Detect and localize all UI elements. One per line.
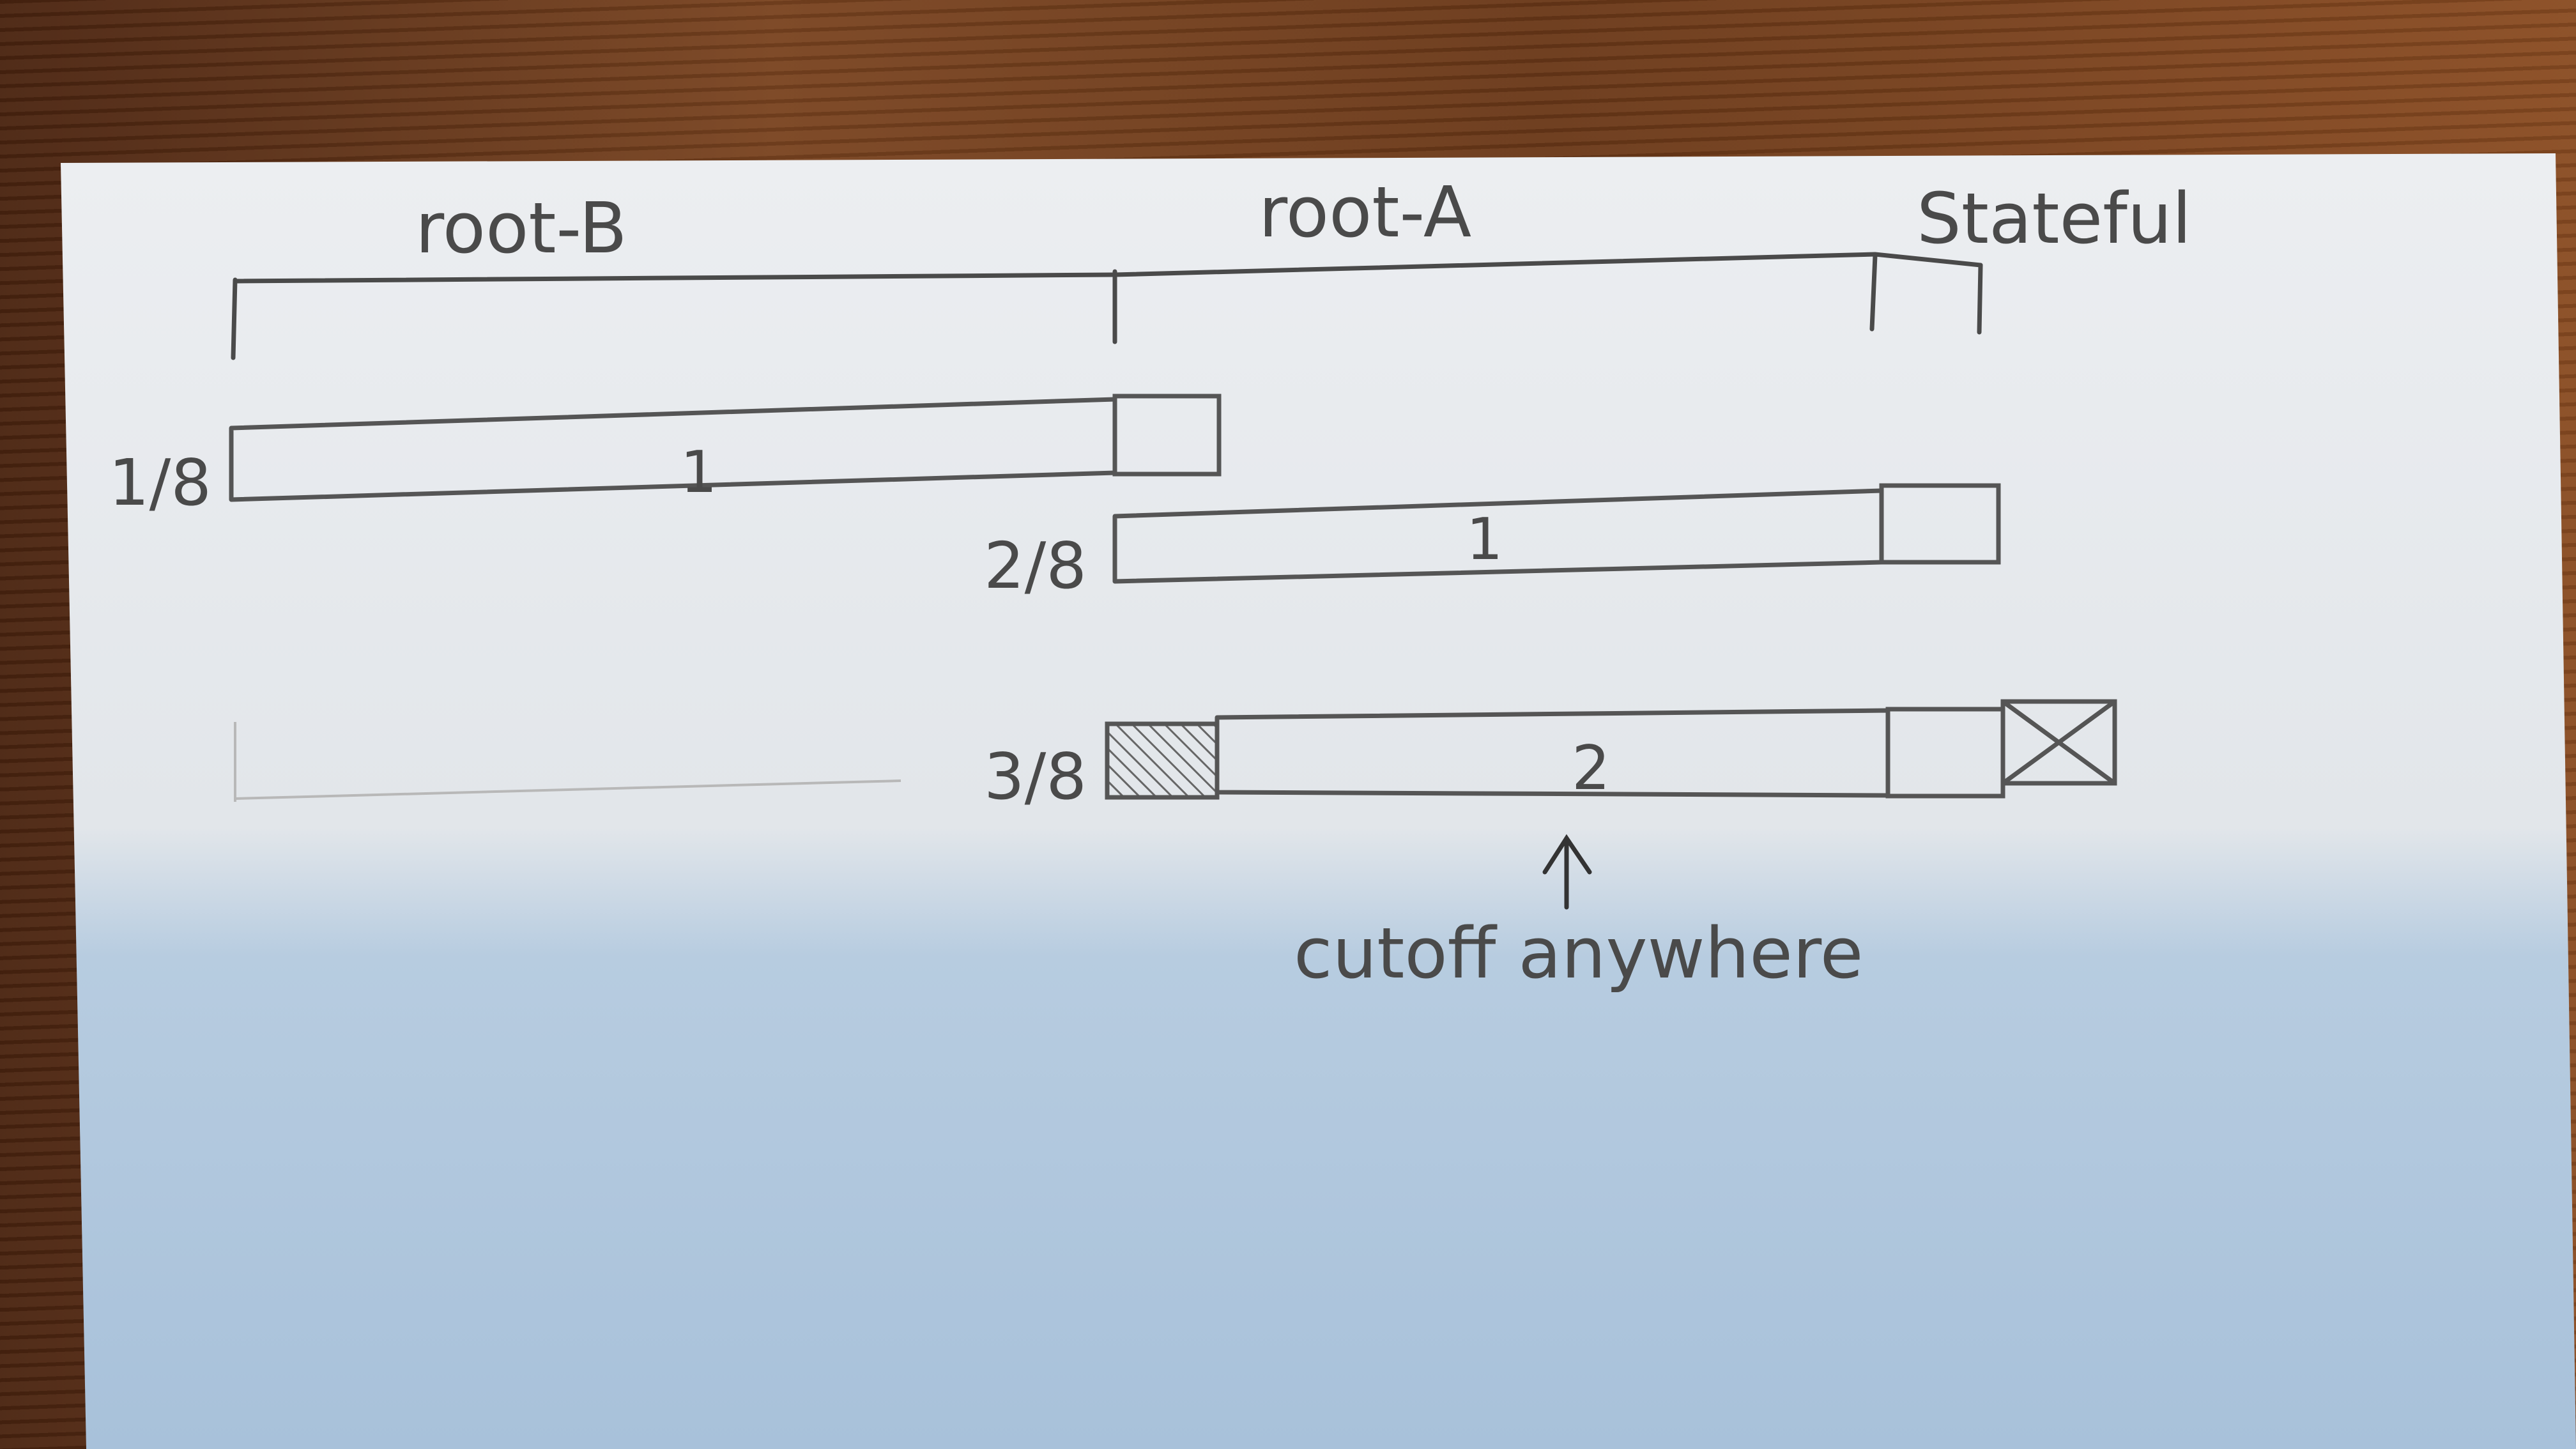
label-root-b: root-B <box>415 187 627 269</box>
bracket-tick-stateful <box>1869 253 1878 332</box>
segment-label: 1 <box>1466 506 1503 573</box>
bracket-tick-left <box>231 277 238 360</box>
fraction-label: 2/8 <box>984 528 1087 603</box>
segment-label: 2 <box>1572 733 1610 804</box>
annotation-cutoff: cutoff anywhere <box>1294 912 1863 994</box>
row-1: 1/8 1 <box>109 394 1222 520</box>
label-root-a: root-A <box>1259 171 1471 253</box>
segment-label: 1 <box>680 439 717 506</box>
row-3: 3/8 2 <box>984 699 2117 814</box>
bracket-tick-right <box>1977 263 1983 335</box>
faint-guide-line <box>234 722 901 802</box>
fraction-label: 1/8 <box>109 445 211 520</box>
segment-hatched <box>1105 721 1220 800</box>
cutoff-arrow <box>1542 834 1592 910</box>
row-2: 2/8 1 <box>984 483 2001 603</box>
crossed-box <box>2000 699 2117 786</box>
top-bracket <box>231 252 1983 360</box>
segment-stateful <box>1112 394 1222 477</box>
fraction-label: 3/8 <box>984 739 1087 814</box>
paper-sheet <box>61 153 2576 1449</box>
label-stateful: Stateful <box>1917 178 2191 259</box>
segment-stateful <box>1879 483 2001 565</box>
bracket-line <box>234 252 1983 284</box>
